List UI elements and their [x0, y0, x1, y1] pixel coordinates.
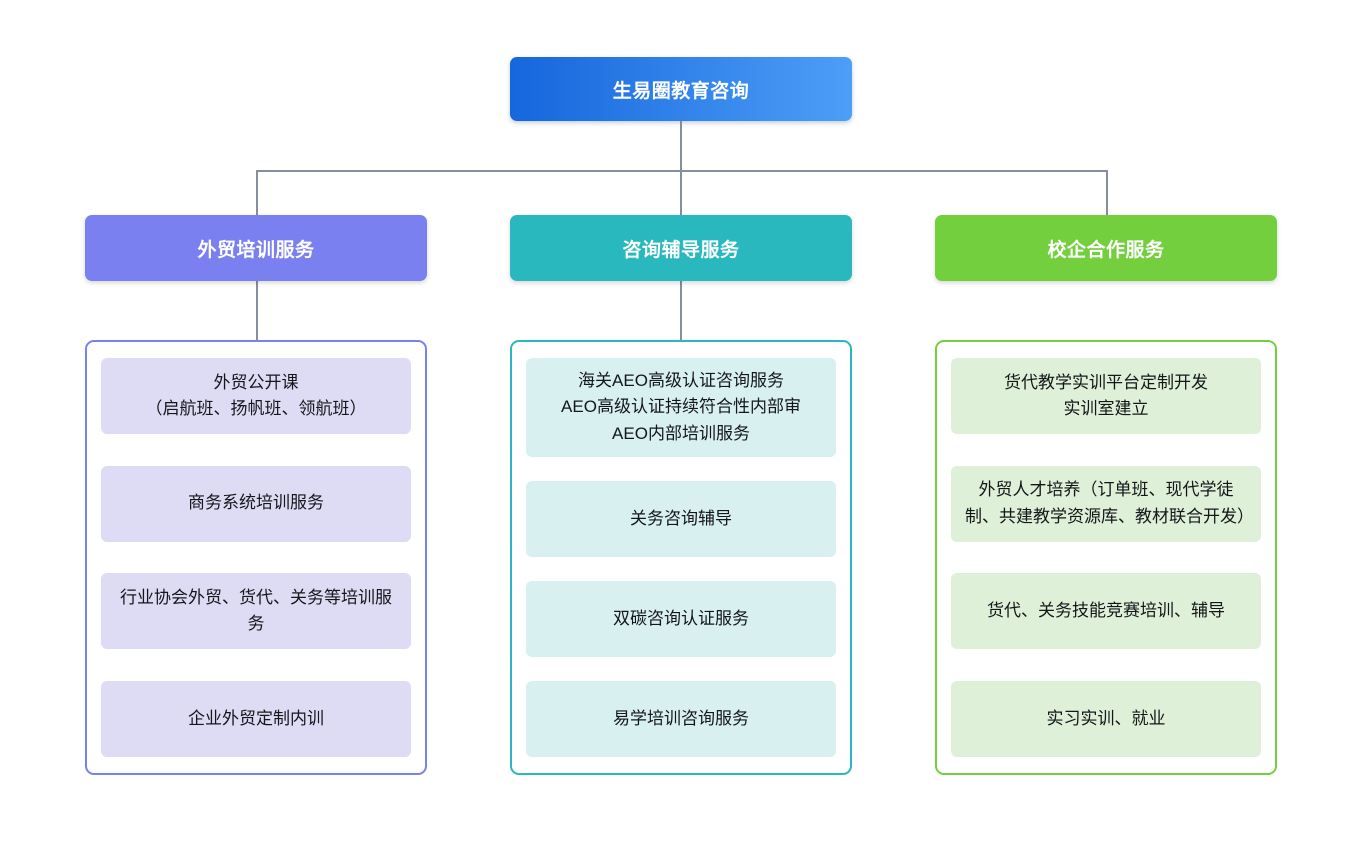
leaf-node: 商务系统培训服务: [101, 465, 411, 542]
branch-container-foreign-trade-training: 外贸公开课 （启航班、扬帆班、领航班） 商务系统培训服务 行业协会外贸、货代、关…: [85, 340, 427, 775]
connector-branch3-drop: [1106, 170, 1108, 215]
branch-header-consulting-coaching: 咨询辅导服务: [510, 215, 852, 281]
branch-header-foreign-trade-training: 外贸培训服务: [85, 215, 427, 281]
connector-branch1-drop: [256, 170, 258, 215]
connector-branch2-container: [680, 281, 682, 340]
leaf-node: 外贸人才培养（订单班、现代学徒制、共建教学资源库、教材联合开发）: [951, 465, 1261, 542]
leaf-node: 双碳咨询认证服务: [526, 581, 836, 657]
branch-header-label: 咨询辅导服务: [622, 239, 740, 261]
connector-branch1-container: [256, 281, 258, 341]
leaf-node: 关务咨询辅导: [526, 481, 836, 558]
root-node-label: 生易圈教育咨询: [612, 80, 750, 102]
leaf-node: 实习实训、就业: [951, 680, 1261, 757]
branch-container-consulting-coaching: 海关AEO高级认证咨询服务 AEO高级认证持续符合性内部审 AEO内部培训服务 …: [510, 340, 852, 775]
connector-horizontal: [256, 170, 1107, 172]
branch-header-school-enterprise: 校企合作服务: [935, 215, 1277, 281]
leaf-node: 行业协会外贸、货代、关务等培训服务: [101, 573, 411, 650]
leaf-node: 海关AEO高级认证咨询服务 AEO高级认证持续符合性内部审 AEO内部培训服务: [526, 358, 836, 458]
root-node: 生易圈教育咨询: [510, 57, 852, 121]
branch-container-school-enterprise: 货代教学实训平台定制开发 实训室建立 外贸人才培养（订单班、现代学徒制、共建教学…: [935, 340, 1277, 775]
leaf-node: 货代教学实训平台定制开发 实训室建立: [951, 358, 1261, 434]
leaf-node: 货代、关务技能竞赛培训、辅导: [951, 573, 1261, 650]
connector-branch2-drop: [680, 170, 682, 215]
connector-root-down: [680, 121, 682, 170]
branch-header-label: 外贸培训服务: [197, 239, 315, 261]
leaf-node: 外贸公开课 （启航班、扬帆班、领航班）: [101, 358, 411, 434]
leaf-node: 易学培训咨询服务: [526, 680, 836, 757]
branch-header-label: 校企合作服务: [1047, 239, 1165, 261]
leaf-node: 企业外贸定制内训: [101, 680, 411, 757]
